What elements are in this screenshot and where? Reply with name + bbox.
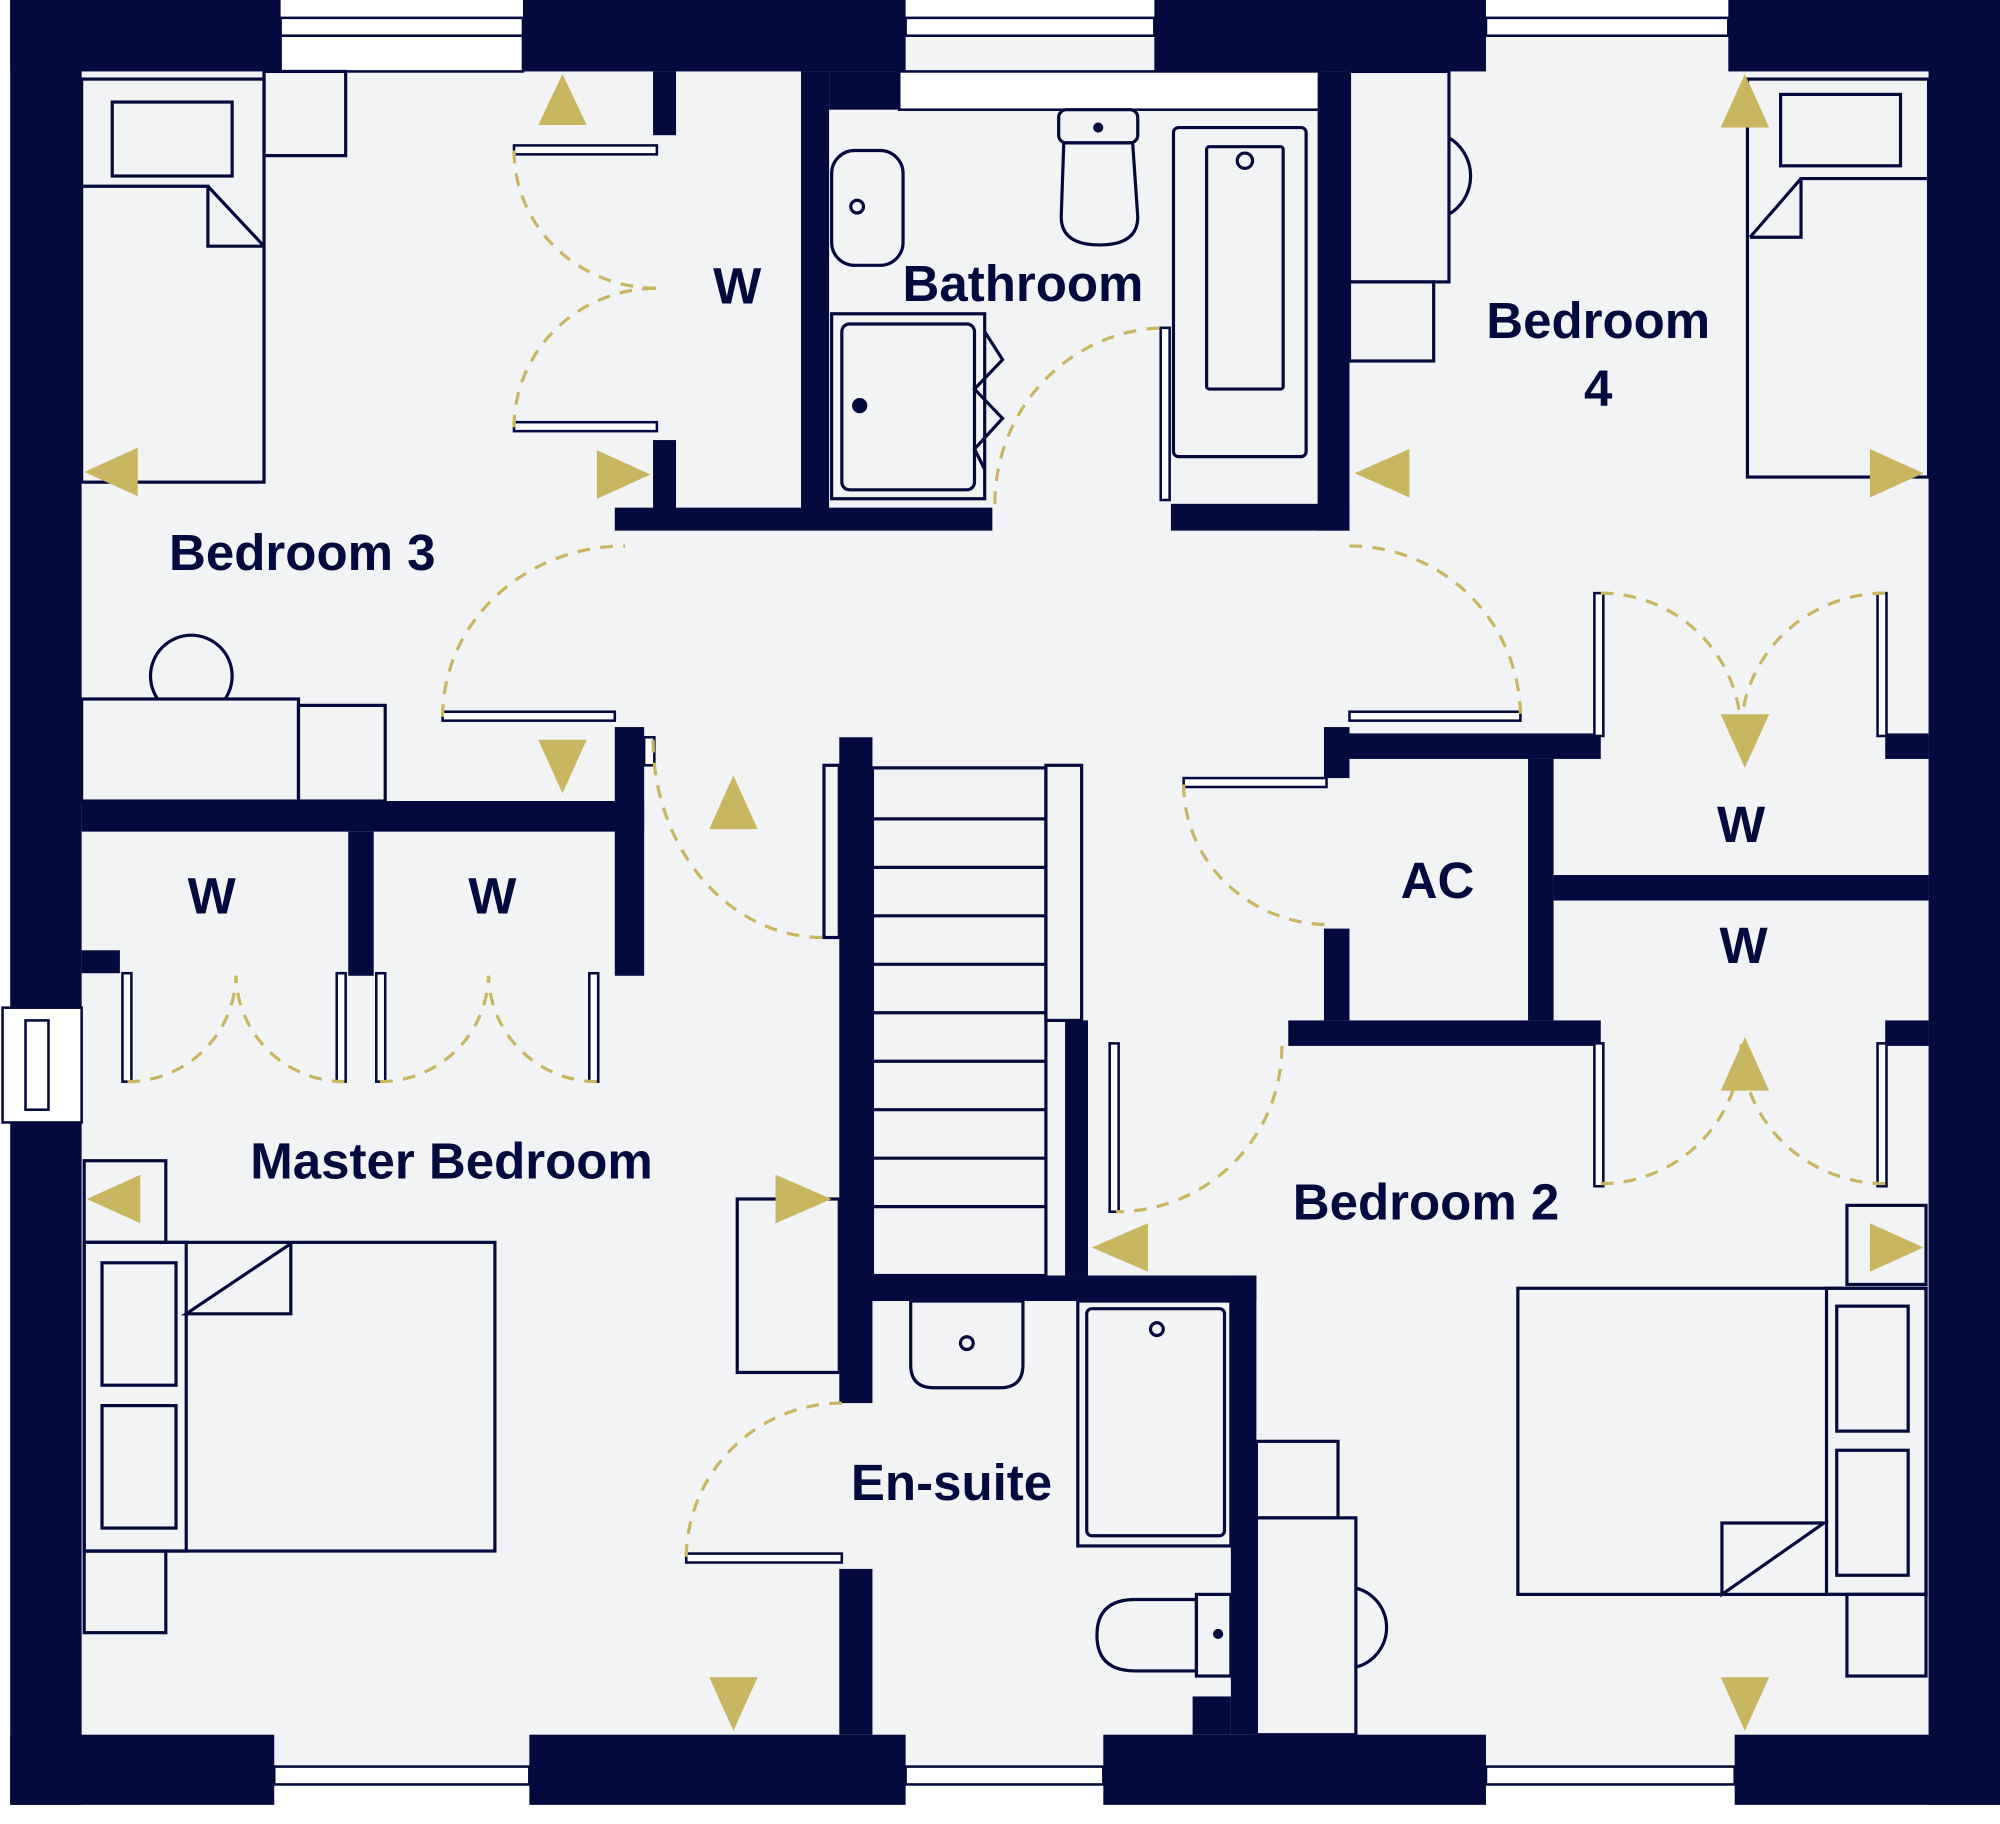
arrow-down-icon	[1720, 714, 1770, 768]
exterior-walls	[10, 0, 2000, 1805]
arrow-down-icon	[709, 1677, 758, 1731]
label-bedroom-2: Bedroom 2	[1293, 1173, 1559, 1230]
label-wardrobe: W	[1720, 917, 1769, 974]
label-wardrobe: W	[1717, 796, 1766, 853]
label-master-bedroom: Master Bedroom	[250, 1133, 653, 1190]
arrow-down-icon	[538, 739, 587, 794]
label-airing-cupboard: AC	[1401, 852, 1475, 909]
arrow-up-icon	[538, 73, 587, 126]
door-leaves	[121, 144, 1888, 1564]
label-wardrobe: W	[713, 258, 762, 315]
label-bedroom-4-number: 4	[1584, 360, 1613, 417]
arrow-left-icon	[1091, 1223, 1148, 1272]
arrow-right-icon	[1869, 1223, 1924, 1272]
arrow-left-icon	[86, 1174, 141, 1224]
label-wardrobe: W	[468, 867, 517, 924]
label-wardrobe: W	[188, 867, 237, 924]
arrow-right-icon	[1869, 448, 1924, 498]
arrow-left-icon	[1354, 448, 1410, 498]
label-bedroom-4: Bedroom	[1486, 292, 1710, 349]
arrow-left-icon	[84, 447, 138, 497]
label-en-suite: En-suite	[851, 1454, 1052, 1511]
arrow-down-icon	[1720, 1677, 1770, 1731]
arrow-up-icon	[1720, 73, 1770, 128]
interior-walls	[81, 71, 1929, 1735]
label-bedroom-3: Bedroom 3	[169, 524, 435, 581]
room-labels: Bedroom 3 W Bathroom Bedroom 4 W AC W W …	[169, 255, 1768, 1511]
arrow-right-icon	[775, 1174, 832, 1224]
staircase	[822, 763, 1084, 1278]
dimension-arrows	[84, 73, 1924, 1731]
furniture	[80, 69, 1931, 1737]
arrow-right-icon	[596, 450, 651, 499]
arrow-up-icon	[709, 775, 758, 830]
label-bathroom: Bathroom	[903, 255, 1144, 312]
arrow-up-icon	[1720, 1037, 1770, 1091]
